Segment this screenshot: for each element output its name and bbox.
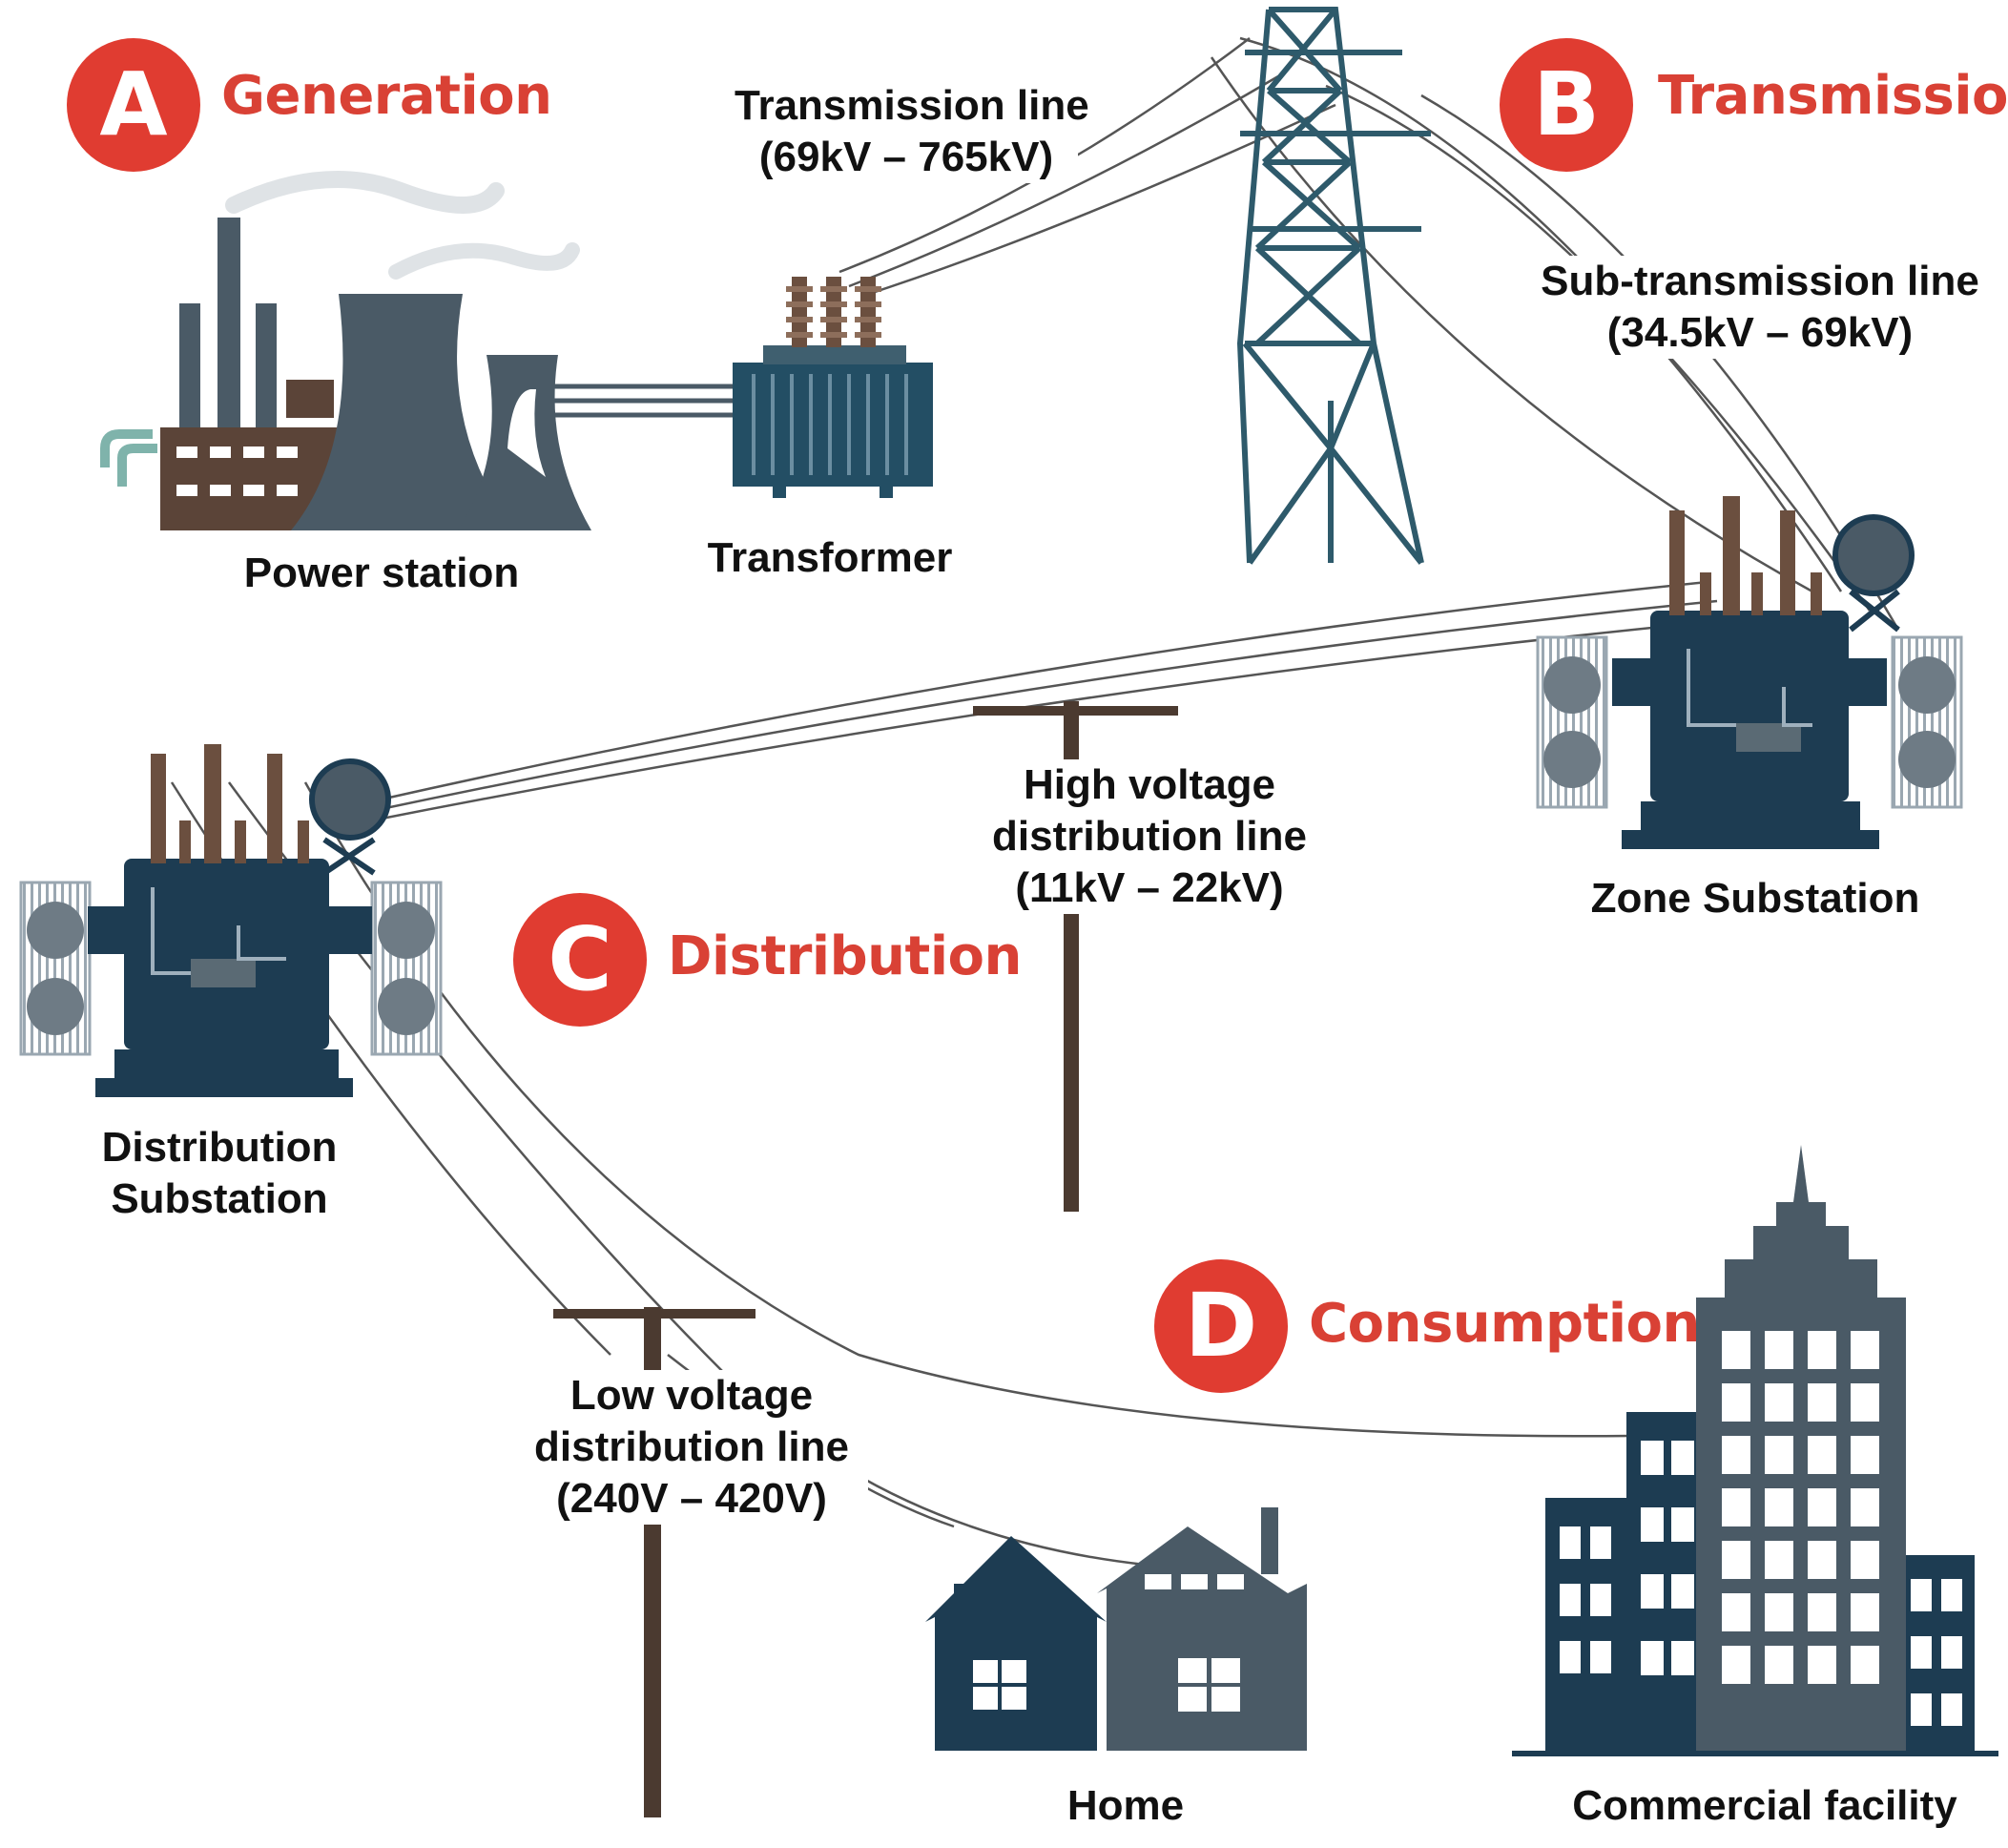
power-station-illustration — [100, 171, 591, 530]
stage-d-badge: D — [1154, 1259, 1288, 1393]
stage-c-badge: C — [513, 893, 647, 1027]
zone-substation-label: Zone Substation — [1590, 875, 1920, 922]
power-station-label: Power station — [243, 550, 520, 596]
stage-a-badge: A — [67, 38, 200, 172]
hv-distribution-line-label: High voltage distribution line (11kV – 2… — [959, 759, 1340, 914]
plant-to-transformer-busbars — [549, 384, 735, 418]
tower-windows — [1560, 1331, 1962, 1726]
home-label: Home — [1066, 1782, 1185, 1829]
lv-distribution-line-label: Low voltage distribution line (240V – 42… — [515, 1370, 868, 1525]
transmission-line-label: Transmission line (69kV – 765kV) — [735, 80, 1089, 183]
stage-a-title: Generation — [221, 65, 552, 127]
distribution-substation-label: Distribution Substation — [101, 1124, 338, 1222]
transmission-tower-illustration — [1236, 7, 1431, 565]
stage-d-title: Consumption — [1309, 1293, 1700, 1355]
stage-b-title: Transmission — [1658, 65, 2008, 127]
subtransmission-line-label: Sub-transmission line (34.5kV – 69kV) — [1526, 256, 1994, 359]
stage-b-badge: B — [1500, 38, 1633, 172]
commercial-facility-illustration — [1512, 1145, 1998, 1756]
smoke-plume — [225, 171, 505, 214]
zone-substation-illustration — [1536, 496, 1963, 849]
transformer-illustration — [733, 277, 933, 498]
stage-c-title: Distribution — [668, 925, 1022, 987]
home-illustration — [925, 1507, 1307, 1751]
distribution-substation-illustration — [19, 744, 443, 1097]
commercial-facility-label: Commercial facility — [1572, 1782, 1957, 1829]
transformer-label: Transformer — [707, 534, 953, 581]
